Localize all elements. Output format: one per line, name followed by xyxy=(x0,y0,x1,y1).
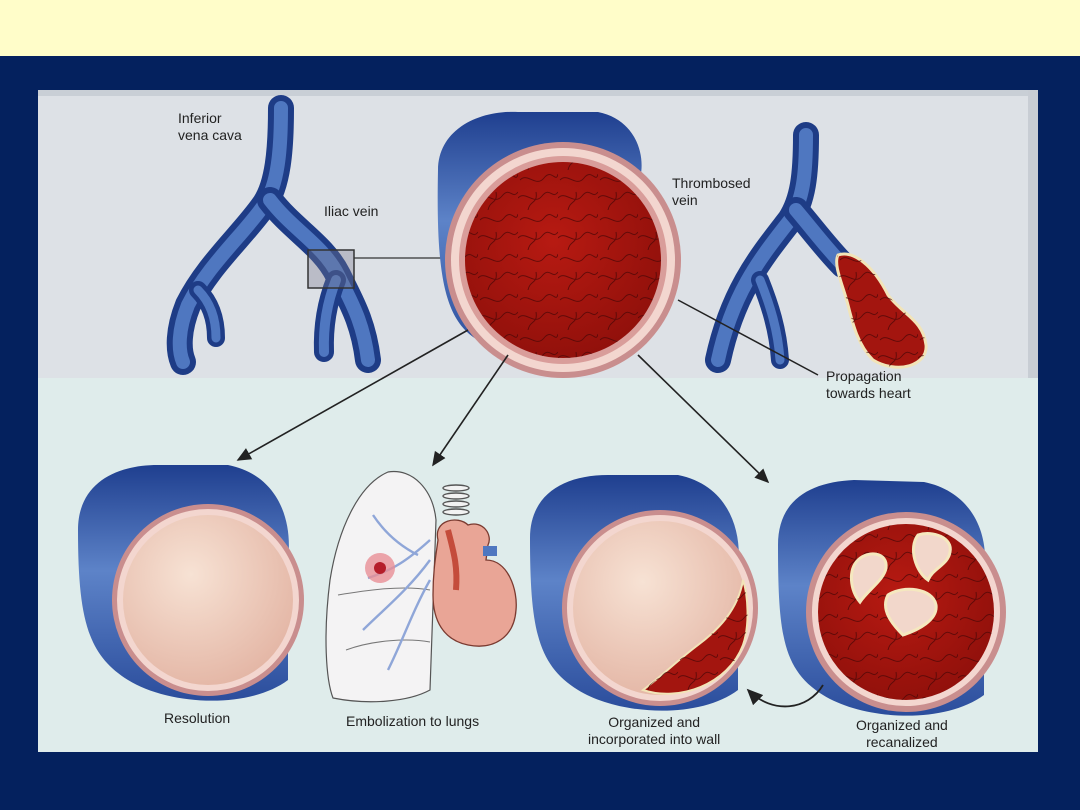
magnification-box xyxy=(307,249,355,289)
label-propagation: Propagation towards heart xyxy=(826,368,911,401)
organized-incorporated-vessel xyxy=(530,475,758,711)
label-organized-recanalized: Organized and recanalized xyxy=(856,717,948,750)
label-embolization: Embolization to lungs xyxy=(346,713,480,729)
arrow-to-organization xyxy=(637,354,770,484)
label-inferior-vena-cava: Inferior vena cava xyxy=(178,110,242,143)
label-resolution: Resolution xyxy=(164,710,231,726)
arrow-to-resolution xyxy=(236,329,469,461)
thrombosed-vein-cross-section xyxy=(437,111,681,378)
organized-recanalized-vessel xyxy=(778,480,1006,716)
label-thrombosed-vein: Thrombosed vein xyxy=(672,175,751,208)
lungs-and-heart xyxy=(325,470,517,703)
diagram-artwork xyxy=(38,90,1038,716)
iliac-vein-tree xyxy=(166,95,381,375)
thrombus-fate-figure: Inferior vena cava Iliac vein Thrombosed… xyxy=(38,90,1038,752)
arrow-recanalized-to-incorporated xyxy=(746,684,824,708)
resolution-vessel xyxy=(78,465,304,701)
arrow-to-embolization xyxy=(432,354,509,467)
title-band xyxy=(0,0,1080,56)
label-organized-incorporated: Organized and incorporated into wall xyxy=(588,714,721,747)
propagation-pointer-line xyxy=(677,299,819,376)
label-iliac-vein: Iliac vein xyxy=(324,203,379,219)
